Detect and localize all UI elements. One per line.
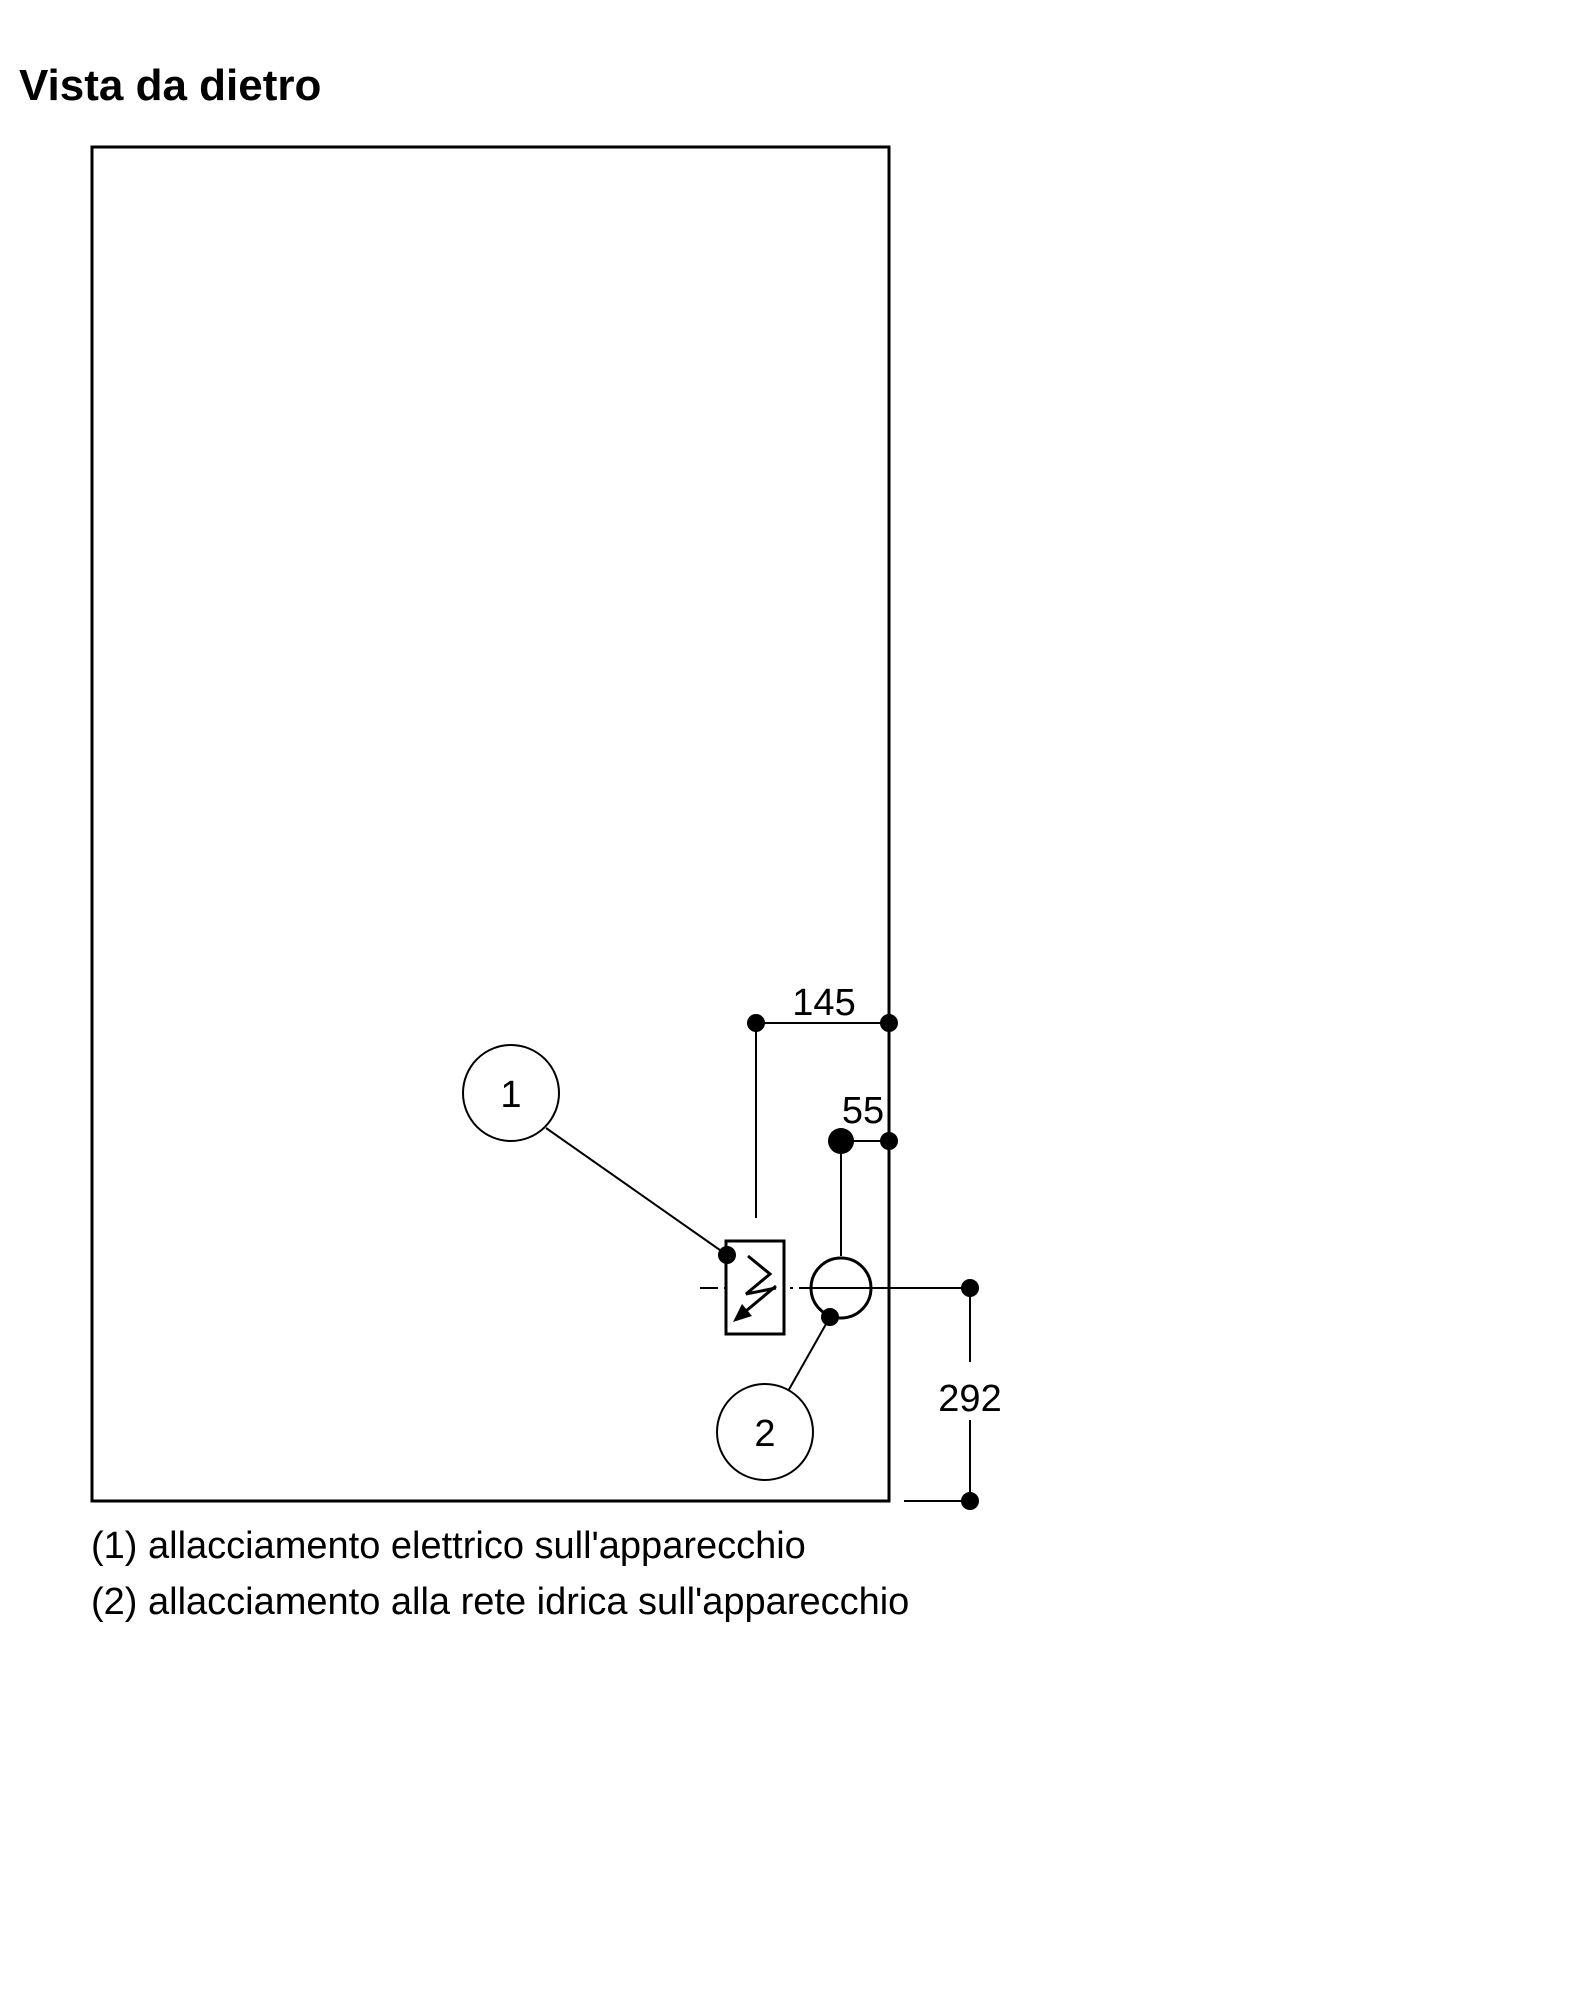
- dimension-55-right-dot: [880, 1132, 898, 1150]
- dimension-145-right-dot: [880, 1014, 898, 1032]
- legend-item-1: (1) allacciamento elettrico sull'apparec…: [91, 1525, 806, 1567]
- callout-2-anchor-dot: [821, 1308, 839, 1326]
- dimension-292-top-dot: [961, 1279, 979, 1297]
- appliance-outline: [90, 145, 891, 1503]
- callout-2: 2: [716, 1308, 839, 1481]
- callout-1: 1: [462, 1044, 736, 1264]
- callout-2-circle: [716, 1383, 814, 1481]
- page-title: Vista da dietro: [19, 61, 322, 110]
- dimension-55-left-dot: [828, 1128, 854, 1154]
- dimension-292: 292: [904, 1279, 1002, 1510]
- callout-1-anchor-dot: [718, 1246, 736, 1264]
- electrical-connection-icon: [724, 1239, 786, 1336]
- dimension-292-label: 292: [938, 1378, 1001, 1420]
- legend-item-2: (2) allacciamento alla rete idrica sull'…: [91, 1581, 910, 1623]
- dimension-55: 55: [828, 1090, 898, 1256]
- callout-1-circle: [462, 1044, 560, 1142]
- legend: (1) allacciamento elettrico sull'apparec…: [91, 1518, 909, 1630]
- dimension-145-left-dot: [747, 1014, 765, 1032]
- callout-1-label: 1: [500, 1074, 521, 1116]
- dimension-145: 145: [747, 982, 898, 1218]
- dimension-145-label: 145: [792, 982, 855, 1024]
- dimension-292-bottom-dot: [961, 1492, 979, 1510]
- dimension-55-label: 55: [842, 1090, 884, 1132]
- callout-2-label: 2: [754, 1413, 775, 1455]
- water-connection-icon: [809, 1256, 873, 1320]
